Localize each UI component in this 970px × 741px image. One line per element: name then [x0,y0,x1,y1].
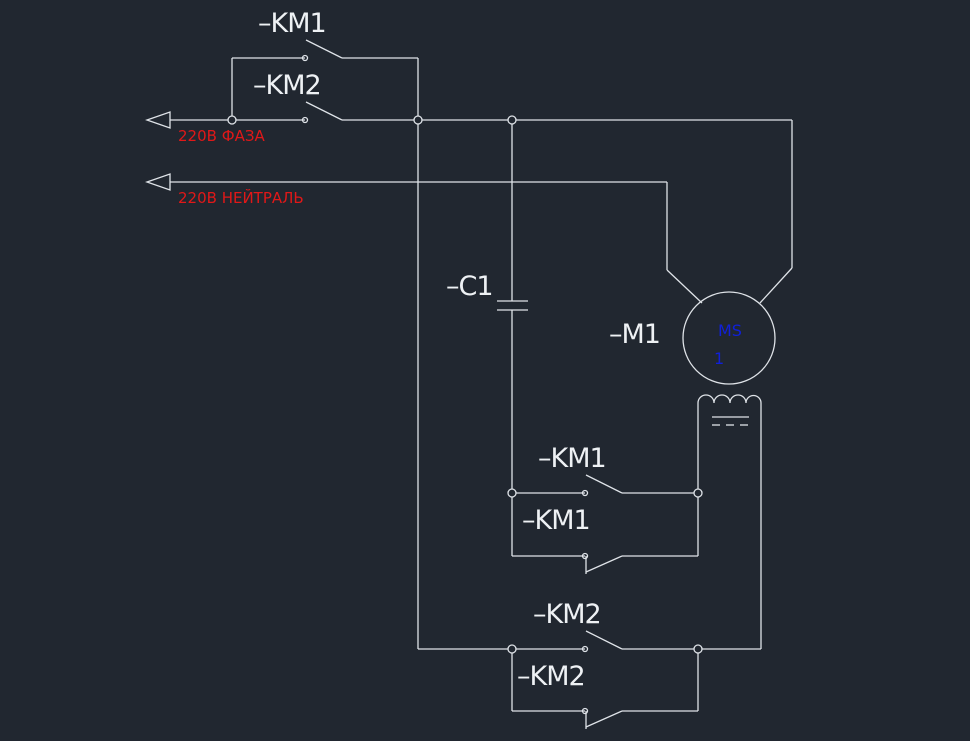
junction-node [227,115,237,125]
label-c1: –C1 [446,271,493,302]
label-km2-top: –KM2 [253,70,321,101]
km1-lower-nc-contact [512,555,698,574]
label-km2-nc: –KM2 [517,661,585,692]
km2-lower-no-contact [585,630,761,650]
label-m1: –M1 [609,319,660,350]
junction-node [413,115,423,125]
label-km2-no: –KM2 [533,599,601,630]
motor-m1 [682,291,776,385]
label-phase: 220В ФАЗА [178,127,265,145]
label-motor-type: MS [718,321,742,340]
motor-winding-coil [697,394,762,649]
km1-top-contact [231,39,419,120]
label-motor-phase: 1 [714,349,724,368]
junction-node [693,644,703,654]
km1-lower-no-contact [512,474,698,494]
label-km1-no: –KM1 [538,443,606,474]
label-km1-top: –KM1 [258,8,326,39]
junction-node [507,644,517,654]
km2-lower-nc-contact [511,649,699,729]
left-bus-wire [417,120,585,650]
capacitor-c1 [497,120,528,556]
junction-nodes [227,115,703,654]
contact-terminals [301,54,589,715]
label-km1-nc: –KM1 [522,505,590,536]
label-neutral: 220В НЕЙТРАЛЬ [178,188,304,207]
junction-node [507,488,517,498]
phase-terminal-arrow [145,111,232,129]
junction-node [507,115,517,125]
junction-node [693,488,703,498]
